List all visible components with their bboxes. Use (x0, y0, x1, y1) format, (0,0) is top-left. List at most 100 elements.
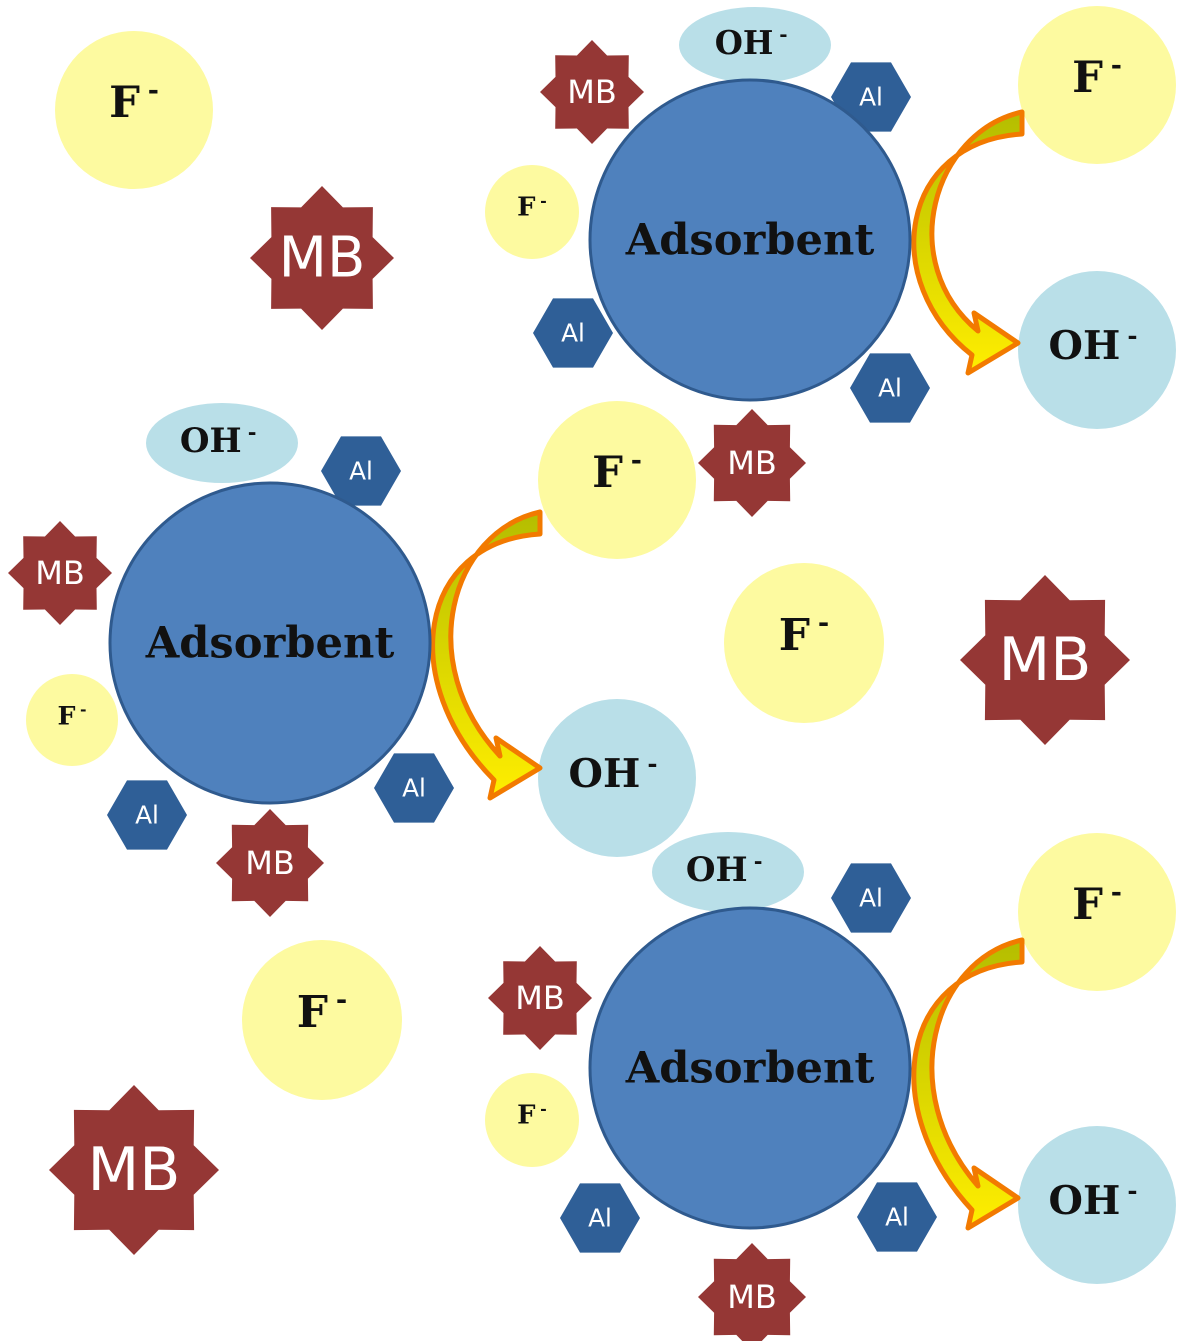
curved-arrow-icon (430, 509, 543, 801)
mb-label: MB (35, 554, 85, 592)
methylene-blue-molecule: MB (960, 575, 1130, 745)
fluoride-circle-icon (485, 1073, 579, 1167)
fluoride-circle-icon (1018, 6, 1176, 164)
fluoride-label: F- (109, 74, 159, 127)
aluminum-site: Al (850, 353, 930, 423)
curved-arrow-icon (911, 109, 1025, 376)
eight-point-star-icon (960, 575, 1130, 745)
fluoride-label: F- (1072, 49, 1122, 102)
fluoride-ion: F- (1018, 833, 1176, 991)
methylene-blue-molecule: MB (488, 946, 592, 1050)
fluoride-ion: F- (242, 940, 402, 1100)
hexagon-icon (560, 1183, 640, 1253)
methylene-blue-molecule: MB (698, 409, 806, 517)
hydroxide-circle-icon (1018, 1126, 1176, 1284)
hydroxide-ion: OH- (1018, 1126, 1176, 1284)
aluminum-site: Al (374, 753, 454, 823)
eight-point-star-icon (8, 521, 112, 625)
adsorbent-label: Adsorbent (145, 618, 395, 669)
hexagon-icon (850, 353, 930, 423)
fluoride-ion: F- (55, 31, 213, 189)
mb-label: MB (999, 625, 1092, 695)
al-label: Al (859, 83, 883, 112)
methylene-blue-molecule: MB (8, 521, 112, 625)
eight-point-star-icon (216, 809, 324, 917)
al-label: Al (588, 1204, 612, 1233)
hexagon-icon (831, 863, 911, 933)
hydroxide-ion: OH- (538, 699, 696, 857)
hydroxide-label: OH- (686, 848, 763, 890)
hexagon-icon (321, 436, 401, 506)
al-label: Al (561, 319, 585, 348)
hydroxide-label: OH- (180, 419, 257, 461)
fluoride-label: F- (297, 984, 347, 1038)
fluoride-circle-icon (1018, 833, 1176, 991)
hydroxide-ion: OH- (652, 832, 804, 912)
fluoride-label: F- (517, 191, 547, 223)
aluminum-site: Al (831, 863, 911, 933)
eight-point-star-icon (698, 409, 806, 517)
adsorbent-label: Adsorbent (625, 215, 875, 266)
mb-label: MB (88, 1135, 181, 1205)
fluoride-circle-icon (538, 401, 696, 559)
mb-label: MB (567, 73, 617, 111)
hydroxide-ellipse-icon (652, 832, 804, 912)
methylene-blue-molecule: MB (698, 1243, 806, 1341)
hexagon-icon (107, 780, 187, 850)
hydroxide-label: OH- (715, 22, 788, 62)
exchange-arrow (911, 109, 1025, 376)
hydroxide-label: OH- (1049, 320, 1138, 369)
mb-label: MB (727, 1278, 777, 1316)
aluminum-site: Al (321, 436, 401, 506)
fluoride-ion: F- (724, 563, 884, 723)
adsorbent-label: Adsorbent (625, 1043, 875, 1094)
fluoride-circle-icon (26, 674, 118, 766)
fluoride-ion: F- (485, 1073, 579, 1167)
fluoride-label: F- (1072, 876, 1122, 929)
al-label: Al (878, 374, 902, 403)
fluoride-ion: F- (485, 165, 579, 259)
exchange-arrow (430, 509, 543, 801)
mb-label: MB (515, 979, 565, 1017)
adsorbent-particle: Adsorbent (588, 78, 912, 402)
al-label: Al (859, 884, 883, 913)
aluminum-site: Al (107, 780, 187, 850)
aluminum-site: Al (857, 1182, 937, 1252)
fluoride-circle-icon (485, 165, 579, 259)
fluoride-label: F- (57, 699, 86, 731)
fluoride-ion: F- (26, 674, 118, 766)
hexagon-icon (533, 298, 613, 368)
hydroxide-circle-icon (1018, 271, 1176, 429)
hexagon-icon (857, 1182, 937, 1252)
hydroxide-ion: OH- (146, 403, 298, 483)
eight-point-star-icon (540, 40, 644, 144)
fluoride-circle-icon (724, 563, 884, 723)
hydroxide-ellipse-icon (146, 403, 298, 483)
methylene-blue-molecule: MB (540, 40, 644, 144)
fluoride-circle-icon (242, 940, 402, 1100)
methylene-blue-molecule: MB (250, 186, 394, 330)
fluoride-label: F- (779, 607, 829, 661)
fluoride-label: F- (517, 1099, 547, 1131)
eight-point-star-icon (488, 946, 592, 1050)
mb-label: MB (279, 226, 366, 291)
hydroxide-ion: OH- (679, 7, 831, 83)
exchange-arrow (911, 937, 1025, 1231)
fluoride-circle-icon (55, 31, 213, 189)
hydroxide-label: OH- (1049, 1175, 1138, 1224)
eight-point-star-icon (250, 186, 394, 330)
al-label: Al (402, 774, 426, 803)
al-label: Al (135, 801, 159, 830)
al-label: Al (349, 457, 373, 486)
curved-arrow-icon (911, 937, 1025, 1231)
hydroxide-label: OH- (569, 748, 658, 797)
mb-label: MB (245, 844, 295, 882)
adsorbent-particle: Adsorbent (108, 481, 432, 805)
adsorbent-sphere-icon (588, 78, 912, 402)
hexagon-icon (374, 753, 454, 823)
methylene-blue-molecule: MB (216, 809, 324, 917)
adsorbent-particle: Adsorbent (588, 906, 912, 1230)
hydroxide-ellipse-icon (679, 7, 831, 83)
eight-point-star-icon (698, 1243, 806, 1341)
